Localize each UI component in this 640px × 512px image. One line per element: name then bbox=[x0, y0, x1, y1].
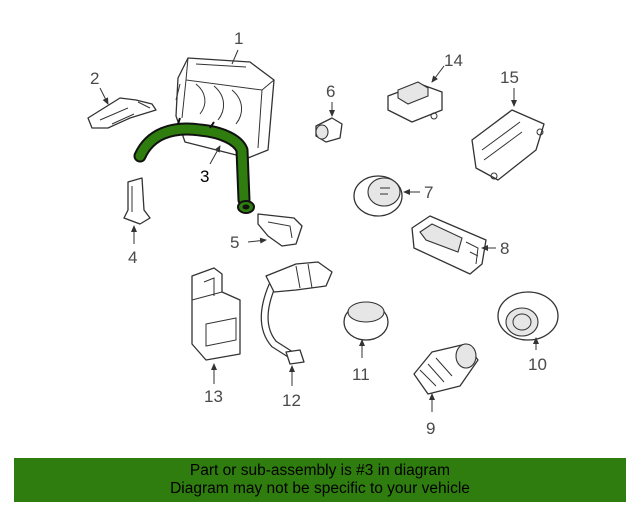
part-9-socket[interactable] bbox=[413, 343, 479, 395]
callout-2: 2 bbox=[90, 69, 99, 88]
callout-12: 12 bbox=[282, 391, 301, 410]
part-4-clip[interactable] bbox=[123, 177, 151, 225]
part-10-knob[interactable] bbox=[497, 291, 559, 341]
banner-line-1: Part or sub-assembly is #3 in diagram bbox=[189, 462, 451, 479]
info-banner: Part or sub-assembly is #3 in diagram Di… bbox=[14, 458, 626, 502]
leader-3 bbox=[209, 145, 221, 165]
leader-1 bbox=[231, 49, 239, 65]
leader-5 bbox=[247, 237, 267, 244]
callout-3: 3 bbox=[200, 167, 209, 186]
part-12-hose[interactable] bbox=[260, 261, 333, 365]
leader-14 bbox=[431, 65, 445, 83]
part-2-bracket[interactable] bbox=[87, 97, 157, 129]
callout-4: 4 bbox=[128, 248, 137, 267]
part-1-instrument-cluster[interactable] bbox=[175, 57, 275, 159]
parts-diagram: 1 2 3 4 5 6 7 bbox=[87, 29, 559, 438]
part-7-round-switch[interactable] bbox=[353, 175, 403, 217]
callout-6: 6 bbox=[326, 82, 335, 101]
part-11-fitting[interactable] bbox=[343, 301, 389, 341]
callout-5: 5 bbox=[230, 233, 239, 252]
callout-10: 10 bbox=[528, 355, 547, 374]
callout-15: 15 bbox=[500, 68, 519, 87]
callout-9: 9 bbox=[426, 419, 435, 438]
part-6-connector[interactable] bbox=[315, 117, 343, 143]
callout-14: 14 bbox=[444, 51, 463, 70]
part-5-bracket[interactable] bbox=[257, 213, 303, 247]
part-15-control-unit[interactable] bbox=[471, 109, 545, 181]
callout-7: 7 bbox=[424, 183, 433, 202]
part-14-relay[interactable] bbox=[387, 81, 443, 123]
part-8-vent-panel[interactable] bbox=[411, 215, 487, 275]
callout-11: 11 bbox=[352, 365, 370, 384]
callout-1: 1 bbox=[234, 29, 243, 48]
callout-8: 8 bbox=[500, 239, 509, 258]
part-13-module[interactable] bbox=[191, 267, 241, 361]
banner-line-2: Diagram may not be specific to your vehi… bbox=[170, 480, 470, 497]
leader-2 bbox=[99, 87, 109, 105]
callout-13: 13 bbox=[204, 387, 223, 406]
part-3-duct-highlighted[interactable] bbox=[133, 117, 255, 214]
